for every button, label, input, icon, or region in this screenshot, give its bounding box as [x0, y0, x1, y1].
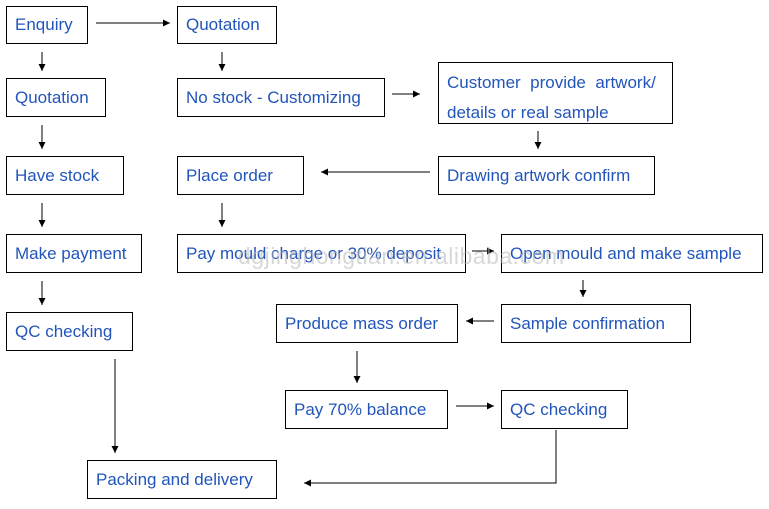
node-pay-mould-charge-label: Pay mould charge or 30% deposit — [186, 243, 442, 263]
node-have-stock: Have stock — [6, 156, 124, 195]
node-packing-and-delivery-label: Packing and delivery — [96, 469, 253, 489]
node-make-payment: Make payment — [6, 234, 142, 273]
node-pay-70-balance: Pay 70% balance — [285, 390, 448, 429]
node-drawing-artwork-confirm: Drawing artwork confirm — [438, 156, 655, 195]
node-sample-confirmation-label: Sample confirmation — [510, 313, 665, 333]
node-quotation-top: Quotation — [177, 6, 277, 44]
node-customer-provide-line1: Customer provide artwork/ — [447, 73, 656, 92]
node-packing-and-delivery: Packing and delivery — [87, 460, 277, 499]
node-no-stock-customizing-label: No stock - Customizing — [186, 87, 361, 107]
node-produce-mass-order-label: Produce mass order — [285, 313, 439, 333]
node-enquiry: Enquiry — [6, 6, 88, 44]
node-enquiry-label: Enquiry — [15, 15, 73, 34]
node-qc-checking-right: QC checking — [501, 390, 628, 429]
node-customer-provide: Customer provide artwork/ details or rea… — [438, 62, 673, 124]
node-make-payment-label: Make payment — [15, 243, 127, 263]
node-quotation-top-label: Quotation — [186, 15, 260, 34]
node-qc-checking-left: QC checking — [6, 312, 133, 351]
node-pay-mould-charge: Pay mould charge or 30% deposit — [177, 234, 466, 273]
node-quotation-left: Quotation — [6, 78, 106, 117]
node-produce-mass-order: Produce mass order — [276, 304, 458, 343]
node-drawing-artwork-confirm-label: Drawing artwork confirm — [447, 165, 631, 185]
node-quotation-left-label: Quotation — [15, 87, 89, 107]
node-sample-confirmation: Sample confirmation — [501, 304, 691, 343]
node-have-stock-label: Have stock — [15, 165, 100, 185]
node-qc-checking-right-label: QC checking — [510, 399, 608, 419]
node-qc-checking-left-label: QC checking — [15, 321, 113, 341]
node-place-order-label: Place order — [186, 165, 273, 185]
node-customer-provide-line2: details or real sample — [447, 103, 609, 122]
node-open-mould-make-sample: Open mould and make sample — [501, 234, 763, 273]
node-place-order: Place order — [177, 156, 304, 195]
node-pay-70-balance-label: Pay 70% balance — [294, 399, 427, 419]
arrow-qc-right-to-packing — [304, 430, 557, 487]
node-no-stock-customizing: No stock - Customizing — [177, 78, 385, 117]
node-open-mould-make-sample-label: Open mould and make sample — [510, 243, 742, 263]
